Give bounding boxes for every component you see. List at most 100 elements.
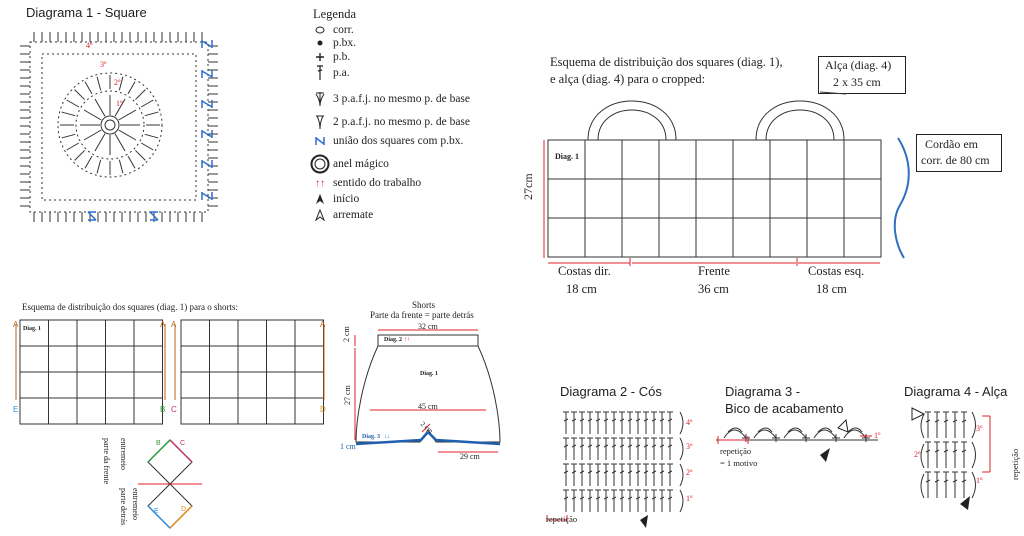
- single-crochet-stitch: [802, 434, 810, 442]
- legend-label: p.b.: [333, 51, 351, 63]
- round1-stitch: [94, 98, 106, 117]
- double-crochet-stitch: [943, 471, 949, 498]
- double-crochet-stitch: [579, 411, 585, 434]
- double-crochet-stitch: [667, 411, 673, 434]
- costas-esq-label: Costas esq.: [808, 264, 865, 278]
- diagram4-title: Diagrama 4 - Alça: [904, 384, 1008, 399]
- turning-chain: [679, 411, 684, 435]
- strap-info-box: Alça (diag. 4) 2 x 35 cm: [818, 56, 906, 94]
- double-crochet-stitch: [587, 489, 593, 512]
- single-crochet-plus-icon: [313, 52, 327, 62]
- round2-stitch: [61, 111, 76, 117]
- cropped-grid-label: Diag. 1: [555, 152, 579, 161]
- double-crochet-stitch: [667, 463, 673, 486]
- turning-chain: [920, 473, 925, 499]
- cord-line: [893, 137, 910, 259]
- d4-round-1: 1º: [976, 476, 983, 485]
- double-crochet-stitch: [943, 411, 949, 438]
- turning-chain: [971, 471, 976, 499]
- legend-item: corr.: [313, 24, 354, 36]
- chain-oval-icon: [313, 26, 327, 34]
- round2-stitch: [140, 142, 154, 151]
- legend-item: arremate: [313, 208, 373, 222]
- crotch-letter-e: E: [154, 508, 159, 515]
- crotch-letter-c: C: [180, 440, 186, 447]
- double-crochet-stitch: [659, 463, 665, 486]
- double-crochet-stitch: [667, 489, 673, 512]
- legend-label: 2 p.a.f.j. no mesmo p. de base: [333, 116, 471, 128]
- double-crochet-stitch: [952, 411, 958, 438]
- letter-b: B: [160, 405, 166, 414]
- double-crochet-stitch: [651, 437, 657, 460]
- cropped-title-line1: Esquema de distribuição dos squares (dia…: [550, 55, 783, 69]
- legend-title: Legenda: [313, 7, 357, 21]
- d2-round-3: 3º: [686, 442, 693, 451]
- join-mark: [201, 192, 213, 200]
- double-crochet-stitch: [627, 437, 633, 460]
- cord-box-line2: corr. de 80 cm: [921, 153, 990, 167]
- picot-arc: [847, 427, 863, 433]
- double-crochet-stitch: [619, 489, 625, 512]
- strap-box-line1: Alça (diag. 4): [825, 58, 892, 72]
- double-crochet-stitch: [627, 411, 633, 434]
- legend-item: 3 p.a.f.j. no mesmo p. de base: [313, 91, 470, 107]
- shorts-title: Shorts: [412, 300, 436, 310]
- double-crochet-stitch: [925, 471, 931, 498]
- legend-label: sentido do trabalho: [333, 177, 422, 189]
- double-crochet-stitch: [659, 489, 665, 512]
- double-crochet-stitch: [659, 437, 665, 460]
- double-crochet-stitch: [651, 411, 657, 434]
- double-crochet-stitch: [595, 437, 601, 460]
- single-crochet-stitch: [772, 434, 780, 442]
- three-dc-together-icon: [313, 91, 327, 107]
- diag3-arrows-icon: ↓↓: [384, 434, 390, 440]
- double-crochet-stitch: [934, 411, 940, 438]
- double-crochet-stitch: [611, 489, 617, 512]
- turning-chain: [971, 441, 976, 469]
- round2-stitch: [127, 155, 136, 169]
- double-crochet-stitch: [659, 411, 665, 434]
- slip-stitch-dot-icon: [313, 39, 327, 47]
- waist-size: 32 cm: [418, 322, 438, 331]
- frente-size: 36 cm: [698, 282, 729, 296]
- double-crochet-stitch: [603, 463, 609, 486]
- round2-stitch: [84, 155, 93, 169]
- round2-stitch: [61, 133, 76, 139]
- left-strap: [587, 100, 677, 141]
- diagram3-title-line2: Bico de acabamento: [725, 401, 844, 416]
- round2-stitch: [144, 133, 159, 139]
- double-crochet-stitch: [611, 411, 617, 434]
- d2-repeat: repetição: [546, 514, 578, 524]
- picot-arc: [757, 427, 773, 433]
- double-crochet-stitch: [635, 437, 641, 460]
- costas-dir-size: 18 cm: [566, 282, 597, 296]
- legend-label: 3 p.a.f.j. no mesmo p. de base: [333, 93, 471, 105]
- round1-stitch: [83, 129, 102, 141]
- legend-label: início: [333, 193, 360, 205]
- edge-size: 1 cm: [340, 442, 356, 451]
- turning-chain: [679, 489, 684, 513]
- picot-arc: [727, 427, 743, 433]
- round1-stitch: [118, 129, 137, 141]
- turning-chain: [679, 463, 684, 487]
- double-crochet-stitch: [571, 489, 577, 512]
- double-crochet-stitch: [961, 411, 967, 438]
- round1-stitch: [114, 98, 126, 117]
- double-crochet-stitch: [643, 489, 649, 512]
- round2-stitch: [135, 150, 146, 161]
- single-crochet-stitch: [862, 434, 870, 442]
- single-crochet-stitch: [832, 434, 840, 442]
- legend-item: p.b.: [313, 51, 350, 63]
- double-crochet-stitch: [635, 411, 641, 434]
- shorts-layout-title: Esquema de distribuição dos squares (dia…: [22, 302, 238, 312]
- round-3-label: 3º: [100, 60, 107, 69]
- letter-a2: A: [160, 320, 166, 329]
- d2-round-4: 4º: [686, 418, 693, 427]
- diag2-arrows-icon: ↑↑: [404, 337, 410, 343]
- double-crochet-stitch: [934, 441, 940, 468]
- double-crochet-stitch: [587, 437, 593, 460]
- diag2-label: Diag. 2: [384, 337, 402, 343]
